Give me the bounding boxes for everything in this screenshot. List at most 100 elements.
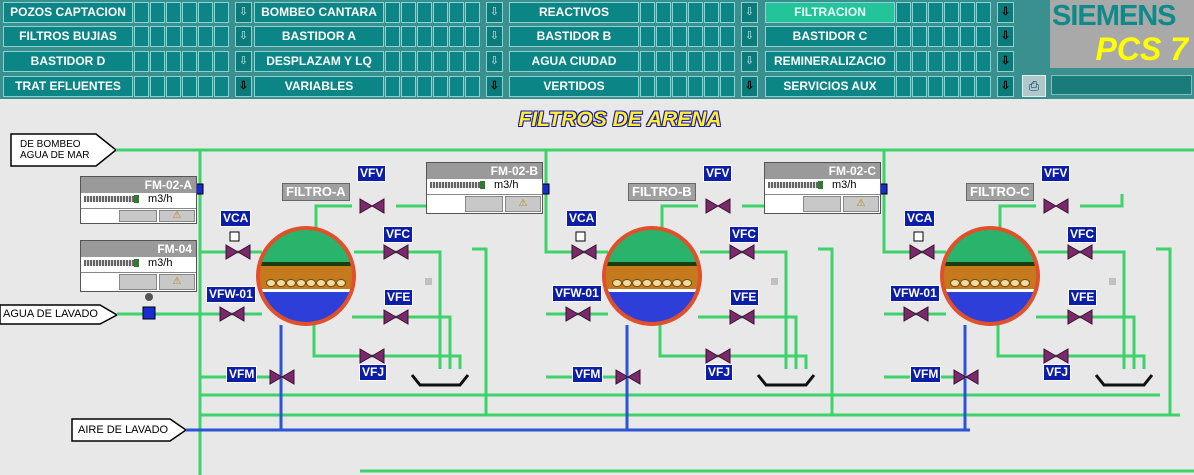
tank-nozzle bbox=[1020, 279, 1030, 287]
filter-tank-b[interactable] bbox=[602, 226, 702, 332]
nav-slot bbox=[385, 26, 400, 47]
valve-vca-symbol-c[interactable] bbox=[909, 244, 935, 260]
valve-vfj-a[interactable]: VFJ bbox=[359, 364, 388, 381]
valve-vfw-b[interactable]: VFW-01 bbox=[552, 285, 602, 302]
valve-vca-c[interactable]: VCA bbox=[904, 210, 936, 227]
valve-vfc-symbol-b[interactable] bbox=[729, 244, 755, 260]
valve-vfc-symbol-c[interactable] bbox=[1067, 244, 1093, 260]
valve-vfc-b[interactable]: VFC bbox=[729, 226, 759, 243]
nav-button[interactable]: FILTROS BUJIAS⇩ bbox=[3, 26, 252, 47]
nav-button[interactable]: BASTIDOR D⇩ bbox=[3, 51, 252, 72]
valve-vfe-a[interactable]: VFE bbox=[384, 289, 414, 306]
valve-vfm-symbol-c[interactable] bbox=[953, 369, 979, 385]
tank-nozzle bbox=[682, 279, 692, 287]
valve-vfm-b[interactable]: VFM bbox=[572, 366, 604, 383]
nav-button[interactable]: BOMBEO CANTARA ⇩ bbox=[254, 2, 503, 23]
valve-vfc-c[interactable]: VFC bbox=[1067, 226, 1097, 243]
nav-button[interactable]: SERVICIOS AUX⇩ bbox=[765, 76, 1014, 97]
valve-vfw-symbol-c[interactable] bbox=[903, 306, 929, 322]
nav-button[interactable]: AGUA CIUDAD⇩ bbox=[509, 51, 758, 72]
valve-vfv-symbol-c[interactable] bbox=[1043, 198, 1069, 214]
status-field bbox=[1051, 75, 1192, 95]
valve-vfe-symbol-a[interactable] bbox=[383, 309, 409, 325]
nav-button[interactable]: BASTIDOR C⇩ bbox=[765, 26, 1014, 47]
nav-arrow-icon[interactable]: ⇩ bbox=[486, 2, 503, 23]
nav-button[interactable]: VARIABLES⇩ bbox=[254, 76, 503, 97]
valve-vfj-symbol-b[interactable] bbox=[705, 348, 731, 364]
nav-arrow-icon[interactable]: ⇩ bbox=[997, 2, 1014, 23]
valve-vca-symbol-a[interactable] bbox=[225, 244, 251, 260]
valve-vfe-symbol-c[interactable] bbox=[1067, 309, 1093, 325]
nav-arrow-icon[interactable]: ⇩ bbox=[235, 2, 252, 23]
printer-icon[interactable]: ⎙ bbox=[1022, 75, 1046, 97]
nav-arrow-icon[interactable]: ⇩ bbox=[741, 2, 758, 23]
flow-meter-fm-02-b[interactable]: FM-02-B m3/h ⚠ bbox=[426, 162, 543, 214]
valve-vfw-symbol-a[interactable] bbox=[219, 306, 245, 322]
valve-vfw-symbol-b[interactable] bbox=[565, 306, 591, 322]
filter-c-tag[interactable]: FILTRO-C bbox=[966, 183, 1034, 201]
nav-button[interactable]: REMINERALIZACIO⇩ bbox=[765, 51, 1014, 72]
nav-button-label: BOMBEO CANTARA bbox=[254, 2, 384, 23]
nav-arrow-icon[interactable]: ⇩ bbox=[235, 26, 252, 47]
valve-vfj-c[interactable]: VFJ bbox=[1043, 364, 1072, 381]
nav-button[interactable]: FILTRACION⇩ bbox=[765, 2, 1014, 23]
valve-vfw-a[interactable]: VFW-01 bbox=[206, 286, 256, 303]
valve-vfm-symbol-a[interactable] bbox=[269, 369, 295, 385]
valve-vfm-c[interactable]: VFM bbox=[910, 366, 942, 383]
valve-vfv-c[interactable]: VFV bbox=[1041, 165, 1071, 182]
valve-vfw-c[interactable]: VFW-01 bbox=[890, 285, 940, 302]
pipe-inlet-c bbox=[882, 150, 916, 254]
nav-arrow-icon[interactable]: ⇩ bbox=[741, 76, 758, 97]
valve-vfv-symbol-a[interactable] bbox=[359, 198, 385, 214]
filter-b-tag[interactable]: FILTRO-B bbox=[628, 183, 696, 201]
nav-arrow-icon[interactable]: ⇩ bbox=[235, 76, 252, 97]
valve-vfm-symbol-b[interactable] bbox=[615, 369, 641, 385]
filter-a-tag[interactable]: FILTRO-A bbox=[282, 183, 350, 201]
nav-arrow-icon[interactable]: ⇩ bbox=[997, 51, 1014, 72]
nav-button[interactable]: BASTIDOR B⇩ bbox=[509, 26, 758, 47]
nav-slot bbox=[672, 26, 687, 47]
flow-meter-fm-02-a[interactable]: FM-02-A m3/h ⚠ bbox=[80, 176, 197, 224]
valve-vfe-b[interactable]: VFE bbox=[730, 289, 760, 306]
nav-arrow-icon[interactable]: ⇩ bbox=[486, 76, 503, 97]
valve-body bbox=[359, 348, 385, 364]
nav-button[interactable]: BASTIDOR A⇩ bbox=[254, 26, 503, 47]
valve-vfj-symbol-c[interactable] bbox=[1043, 348, 1069, 364]
nav-arrow-icon[interactable]: ⇩ bbox=[486, 26, 503, 47]
valve-vfj-b[interactable]: VFJ bbox=[705, 364, 734, 381]
valve-vca-a[interactable]: VCA bbox=[220, 210, 252, 227]
nav-slot bbox=[640, 26, 655, 47]
nav-button[interactable]: DESPLAZAM Y LQ⇩ bbox=[254, 51, 503, 72]
valve-vfe-c[interactable]: VFE bbox=[1068, 289, 1098, 306]
valve-vfv-b[interactable]: VFV bbox=[703, 165, 733, 182]
nav-button[interactable]: REACTIVOS⇩ bbox=[509, 2, 758, 23]
flow-meter-fm-04[interactable]: FM-04 m3/h ⚠ bbox=[80, 240, 197, 292]
nav-arrow-icon[interactable]: ⇩ bbox=[486, 51, 503, 72]
valve-vfc-a[interactable]: VFC bbox=[383, 226, 413, 243]
nav-slot bbox=[944, 76, 959, 97]
nav-arrow-icon[interactable]: ⇩ bbox=[741, 51, 758, 72]
valve-vfm-a[interactable]: VFM bbox=[226, 366, 258, 383]
valve-vfv-symbol-b[interactable] bbox=[705, 198, 731, 214]
filter-tank-c[interactable] bbox=[940, 226, 1040, 332]
nav-arrow-icon[interactable]: ⇩ bbox=[235, 51, 252, 72]
meter-status-row: ⚠ bbox=[81, 208, 196, 223]
valve-vfj-symbol-a[interactable] bbox=[359, 348, 385, 364]
valve-vca-b[interactable]: VCA bbox=[566, 210, 598, 227]
flow-meter-fm-02-c[interactable]: FM-02-C m3/h ⚠ bbox=[764, 162, 881, 214]
valve-vca-symbol-b[interactable] bbox=[571, 244, 597, 260]
logo-product: PCS 7 bbox=[1095, 31, 1188, 67]
vca-actuator bbox=[229, 231, 240, 242]
nav-arrow-icon[interactable]: ⇩ bbox=[741, 26, 758, 47]
nav-arrow-icon[interactable]: ⇩ bbox=[997, 76, 1014, 97]
nav-button[interactable]: POZOS CAPTACION⇩ bbox=[3, 2, 252, 23]
valve-vfe-symbol-b[interactable] bbox=[729, 309, 755, 325]
nav-arrow-icon[interactable]: ⇩ bbox=[997, 26, 1014, 47]
tank-outline bbox=[256, 226, 356, 326]
valve-vfc-symbol-a[interactable] bbox=[383, 244, 409, 260]
nav-button[interactable]: VERTIDOS⇩ bbox=[509, 76, 758, 97]
filter-tank-a[interactable] bbox=[256, 226, 356, 332]
nav-button[interactable]: TRAT EFLUENTES⇩ bbox=[3, 76, 252, 97]
nav-slot bbox=[433, 2, 448, 23]
valve-vfv-a[interactable]: VFV bbox=[357, 165, 387, 182]
